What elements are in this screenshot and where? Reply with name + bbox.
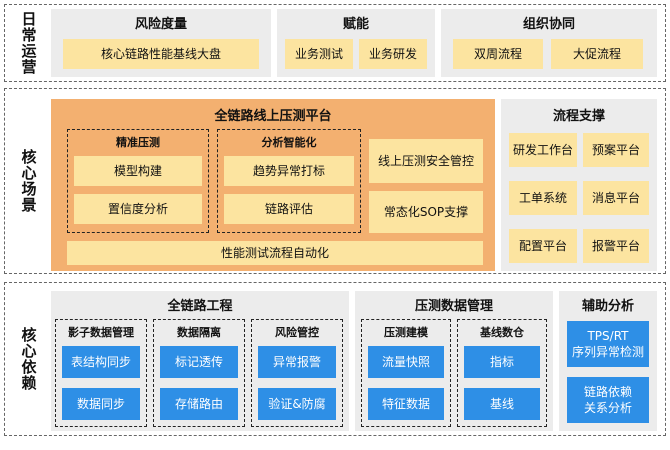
panel-risk-measure: 风险度量 核心链路性能基线大盘 [51,9,271,77]
group-title: 影子数据管理 [68,326,134,339]
box-baseline: 基线 [464,388,540,420]
box-core-link-baseline: 核心链路性能基线大盘 [63,39,259,69]
box-online-safety: 线上压测安全管控 [369,139,483,183]
box-data-sync: 数据同步 [62,388,140,420]
box-tps-rt-anomaly: TPS/RT 序列异常检测 [567,321,649,367]
group-precise-test: 精准压测 模型构建 置信度分析 [67,129,209,233]
group-title: 压测建模 [384,326,428,339]
layer-label-ops: 日常运营 [5,5,51,81]
layer-label-scenario: 核心场景 [5,89,51,273]
panel-org-collab: 组织协同 双周流程 大促流程 [441,9,657,77]
panel-title: 风险度量 [134,17,187,32]
box-dev-workbench: 研发工作台 [509,133,577,167]
panel-aux-analysis: 辅助分析 TPS/RT 序列异常检测 链路依赖 关系分析 [559,291,657,431]
panel-fulllink-online-platform: 全链路线上压测平台 精准压测 模型构建 置信度分析 分析智能化 趋势异常打标 链… [51,99,495,271]
panel-title: 赋能 [342,17,369,32]
group-title: 分析智能化 [261,136,317,149]
box-tag-passthrough: 标记透传 [160,346,238,378]
box-sop-support: 常态化SOP支撑 [369,191,483,233]
layer-core-dependency: 核心依赖 全链路工程 影子数据管理 表结构同步 数据同步 数据隔离 标记透传 存… [4,282,666,436]
box-anomaly-alarm: 异常报警 [258,346,336,378]
layer-label-depend-text: 核心依赖 [19,327,38,391]
box-model-build: 模型构建 [74,156,202,186]
box-link-dependency: 链路依赖 关系分析 [567,377,649,423]
group-risk-control: 风险管控 异常报警 验证&防腐 [251,319,343,427]
box-biz-dev: 业务研发 [359,39,427,69]
panel-title: 全链路工程 [167,299,233,314]
box-plan-platform: 预案平台 [583,133,649,167]
box-biweekly: 双周流程 [453,39,543,69]
panel-title: 压测数据管理 [414,299,493,314]
box-confidence: 置信度分析 [74,194,202,224]
box-metrics: 指标 [464,346,540,378]
box-link-eval: 链路评估 [224,194,354,224]
box-traffic-snapshot: 流量快照 [368,346,444,378]
panel-title: 组织协同 [522,17,575,32]
box-schema-sync: 表结构同步 [62,346,140,378]
group-test-modeling: 压测建模 流量快照 特征数据 [361,319,451,427]
box-message-platform: 消息平台 [583,181,649,215]
group-baseline-dw: 基线数仓 指标 基线 [457,319,547,427]
box-promo: 大促流程 [551,39,643,69]
layer-label-scenario-text: 核心场景 [19,149,38,213]
layer-label-depend: 核心依赖 [5,283,51,435]
box-feature-data: 特征数据 [368,388,444,420]
layer-daily-ops: 日常运营 风险度量 核心链路性能基线大盘 赋能 业务测试 业务研发 组织协同 双… [4,4,666,82]
box-ticket-system: 工单系统 [509,181,577,215]
box-biz-test: 业务测试 [285,39,353,69]
box-perf-automation: 性能测试流程自动化 [67,241,483,265]
box-storage-route: 存储路由 [160,388,238,420]
group-title: 数据隔离 [177,326,221,339]
group-smart-analysis: 分析智能化 趋势异常打标 链路评估 [217,129,361,233]
group-title: 精准压测 [116,136,160,149]
panel-test-data-mgmt: 压测数据管理 压测建模 流量快照 特征数据 基线数仓 指标 基线 [355,291,553,431]
group-data-isolation: 数据隔离 标记透传 存储路由 [153,319,245,427]
box-trend-anomaly: 趋势异常打标 [224,156,354,186]
layer-core-scenario: 核心场景 全链路线上压测平台 精准压测 模型构建 置信度分析 分析智能化 趋势异… [4,88,666,274]
box-config-platform: 配置平台 [509,229,577,263]
box-alarm-platform: 报警平台 [583,229,649,263]
panel-process-support: 流程支撑 研发工作台 预案平台 工单系统 消息平台 配置平台 报警平台 [501,99,657,271]
panel-fulllink-engineering: 全链路工程 影子数据管理 表结构同步 数据同步 数据隔离 标记透传 存储路由 风… [51,291,349,431]
panel-empower: 赋能 业务测试 业务研发 [277,9,435,77]
group-title: 基线数仓 [480,326,524,339]
group-shadow-data: 影子数据管理 表结构同步 数据同步 [55,319,147,427]
panel-title: 全链路线上压测平台 [214,109,332,124]
layer-label-ops-text: 日常运营 [19,11,38,75]
panel-title: 流程支撑 [552,109,605,124]
panel-title: 辅助分析 [581,299,634,314]
box-verify-guard: 验证&防腐 [258,388,336,420]
group-title: 风险管控 [275,326,319,339]
